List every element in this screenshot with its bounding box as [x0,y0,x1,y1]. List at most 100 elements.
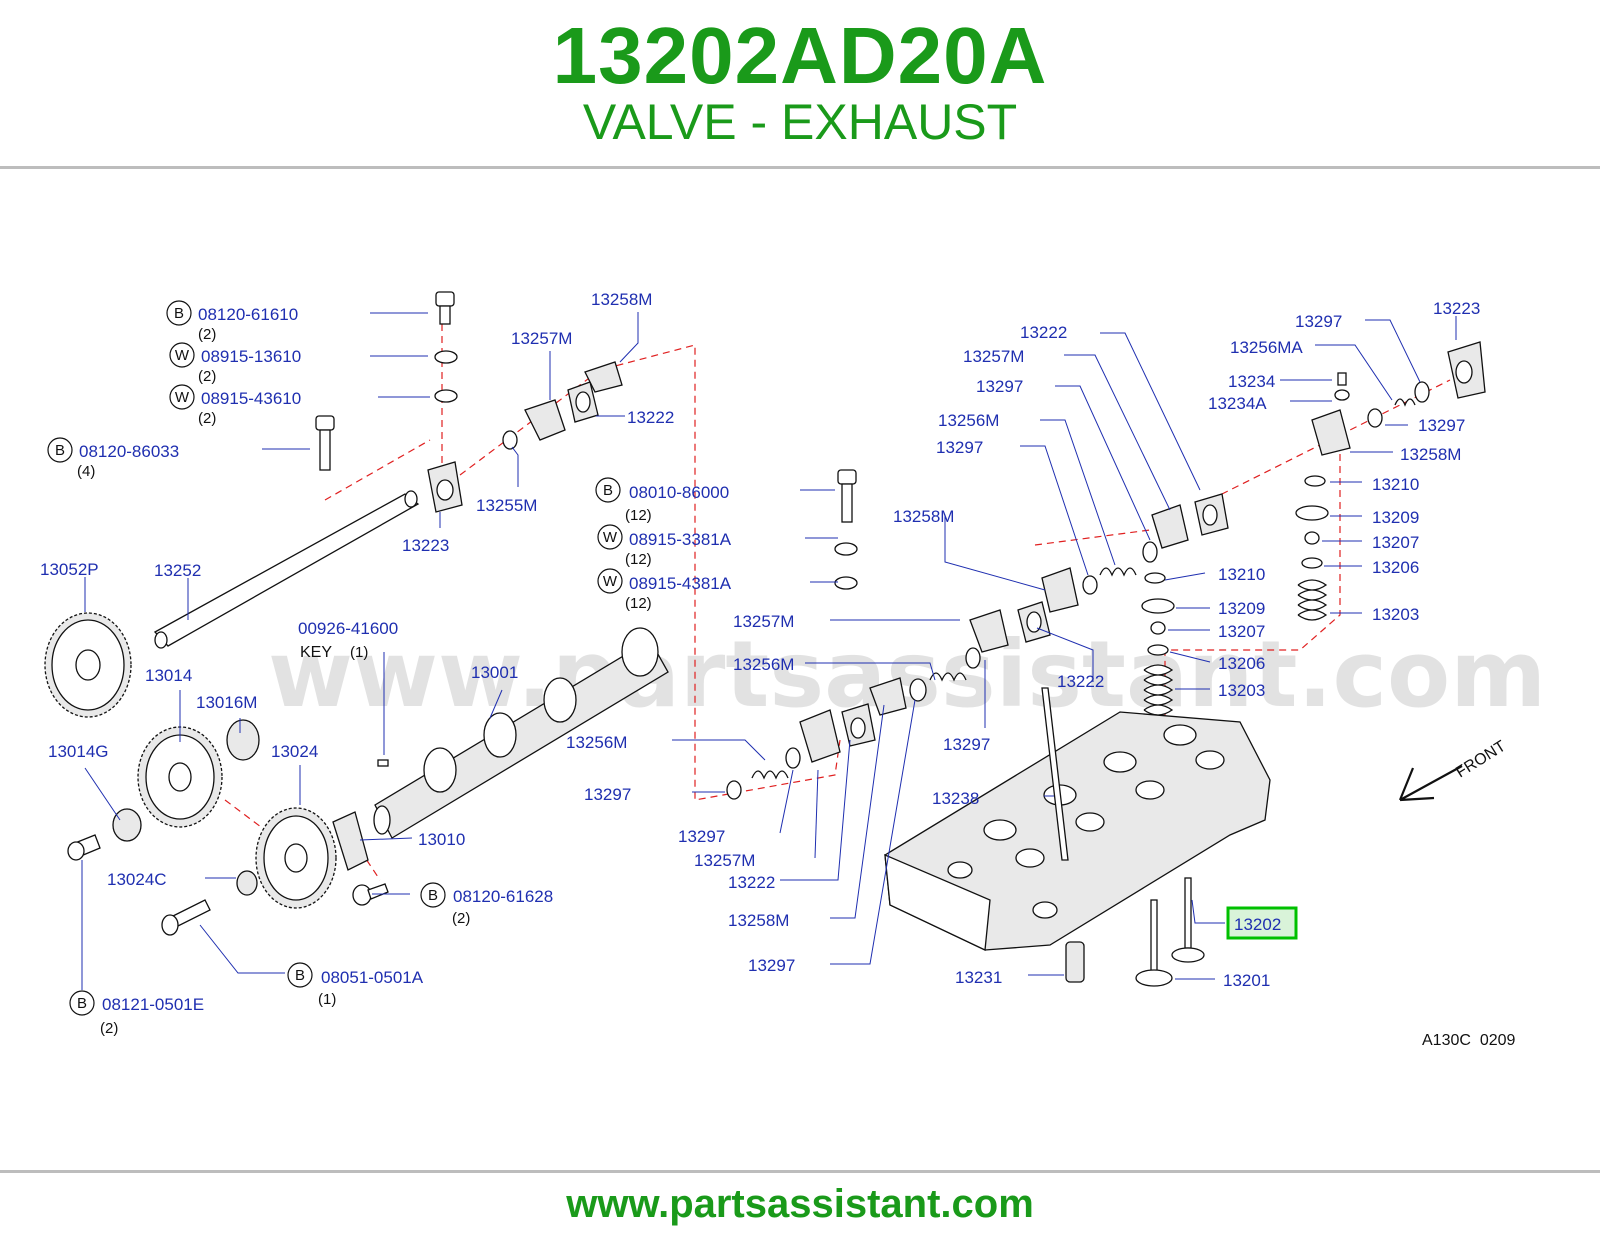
quantity-label: (2) [100,1020,118,1037]
part-label[interactable]: 13206 [1218,654,1265,673]
part-label[interactable]: 13255M [476,496,537,515]
part-label[interactable]: 13223 [402,536,449,555]
part-label[interactable]: 13222 [627,408,674,427]
part-number-title: 13202AD20A [552,11,1048,100]
part-label[interactable]: 13201 [1223,971,1270,990]
part-label[interactable]: 13024C [107,870,167,889]
bolt-08121-0501e-drawing [67,834,101,861]
quantity-label: (12) [625,507,652,524]
circle-prefix-w4: W [597,568,623,594]
part-label[interactable]: 13210 [1372,475,1419,494]
part-label[interactable]: 13222 [1020,323,1067,342]
part-label[interactable]: 13234 [1228,372,1275,391]
spacer-13024c-drawing [236,870,258,896]
circle-prefix-b4: B [420,882,446,908]
header-divider [0,166,1600,169]
part-label[interactable]: 13001 [471,663,518,682]
part-label[interactable]: 13206 [1372,558,1419,577]
diagram-code: A130C 0209 [1422,1032,1516,1049]
part-label[interactable]: 13258M [893,507,954,526]
part-label[interactable]: 08915-3381A [629,530,732,549]
part-label[interactable]: 13207 [1218,622,1265,641]
part-label[interactable]: 13231 [955,968,1002,987]
part-label[interactable]: 13222 [728,873,775,892]
part-label[interactable]: 13209 [1372,508,1419,527]
footer-divider [0,1170,1600,1173]
part-label[interactable]: 13257M [733,612,794,631]
upper-rocker-arms-drawing [502,361,623,450]
part-label[interactable]: 13016M [196,693,257,712]
part-label[interactable]: 13297 [936,438,983,457]
part-label[interactable]: 13257M [511,329,572,348]
part-label[interactable]: 08051-0501A [321,968,424,987]
highlighted-part-13202[interactable]: 13202 [1226,906,1298,940]
part-label[interactable]: 13297 [943,735,990,754]
part-label[interactable]: 13209 [1218,599,1265,618]
part-label[interactable]: 08010-86000 [629,483,729,502]
bolt-08120-61628-drawing [352,883,389,906]
valve-guide-drawing [1065,941,1085,983]
watermark-text: www.partsassistant.com [268,621,1546,728]
part-label[interactable]: 13203 [1218,681,1265,700]
svg-text:B: B [77,995,87,1012]
part-label[interactable]: 13297 [678,827,725,846]
gear-13014-drawing [137,726,223,828]
part-label[interactable]: 13297 [1295,312,1342,331]
part-label[interactable]: 13222 [1057,672,1104,691]
part-label[interactable]: 08915-4381A [629,574,732,593]
part-label[interactable]: 08915-13610 [201,347,301,366]
part-label[interactable]: 13297 [1418,416,1465,435]
part-label[interactable]: 13052P [40,560,99,579]
part-label[interactable]: 13258M [1400,445,1461,464]
washer-drawing [434,389,458,403]
footer-url[interactable]: www.partsassistant.com [566,1182,1034,1226]
part-label[interactable]: 08120-86033 [79,442,179,461]
center-rocker-assembly-drawing [726,493,1229,800]
part-label[interactable]: 13014G [48,742,109,761]
part-label[interactable]: 13257M [694,851,755,870]
part-label[interactable]: 13257M [963,347,1024,366]
part-label[interactable]: 13256M [938,411,999,430]
part-label[interactable]: 13258M [591,290,652,309]
part-label[interactable]: 13010 [418,830,465,849]
part-label[interactable]: 13258M [728,911,789,930]
svg-text:B: B [428,887,438,904]
svg-text:B: B [174,305,184,322]
part-label[interactable]: 13256MA [1230,338,1303,357]
bolt-08051-0501a-drawing [161,899,211,936]
circle-prefix-b1: B [166,300,192,326]
part-label[interactable]: 13256M [566,733,627,752]
part-label[interactable]: 00926-41600 [298,619,398,638]
circle-prefix-b2: B [47,437,73,463]
quantity-label: (12) [625,595,652,612]
thrust-plate-drawing [332,811,369,871]
part-label[interactable]: 13203 [1372,605,1419,624]
part-label[interactable]: 08120-61610 [198,305,298,324]
part-label[interactable]: 13256M [733,655,794,674]
part-label[interactable]: 13238 [932,789,979,808]
page-header: 13202AD20A VALVE - EXHAUST [0,0,1600,168]
part-label[interactable]: 13210 [1218,565,1265,584]
part-label[interactable]: 13223 [1433,299,1480,318]
exhaust-valve-13202-drawing [1171,877,1205,963]
part-label[interactable]: 13297 [976,377,1023,396]
right-rocker-group-drawing [1311,341,1486,456]
part-label[interactable]: 13234A [1208,394,1267,413]
highlighted-part-label[interactable]: 13202 [1234,915,1281,934]
quantity-label: (4) [77,463,95,480]
part-label[interactable]: 13297 [748,956,795,975]
camshaft-drawing [373,627,669,839]
part-label[interactable]: 08121-0501E [102,995,204,1014]
washer-drawing [434,350,458,364]
part-label[interactable]: 13014 [145,666,192,685]
circle-prefix-b3: B [595,477,621,503]
part-label[interactable]: 08915-43610 [201,389,301,408]
part-label[interactable]: 13297 [584,785,631,804]
svg-text:W: W [603,573,618,590]
part-label[interactable]: 13252 [154,561,201,580]
part-label[interactable]: 08120-61628 [453,887,553,906]
part-label[interactable]: 13024 [271,742,318,761]
part-description: VALVE - EXHAUST [582,94,1018,150]
part-label[interactable]: 13207 [1372,533,1419,552]
